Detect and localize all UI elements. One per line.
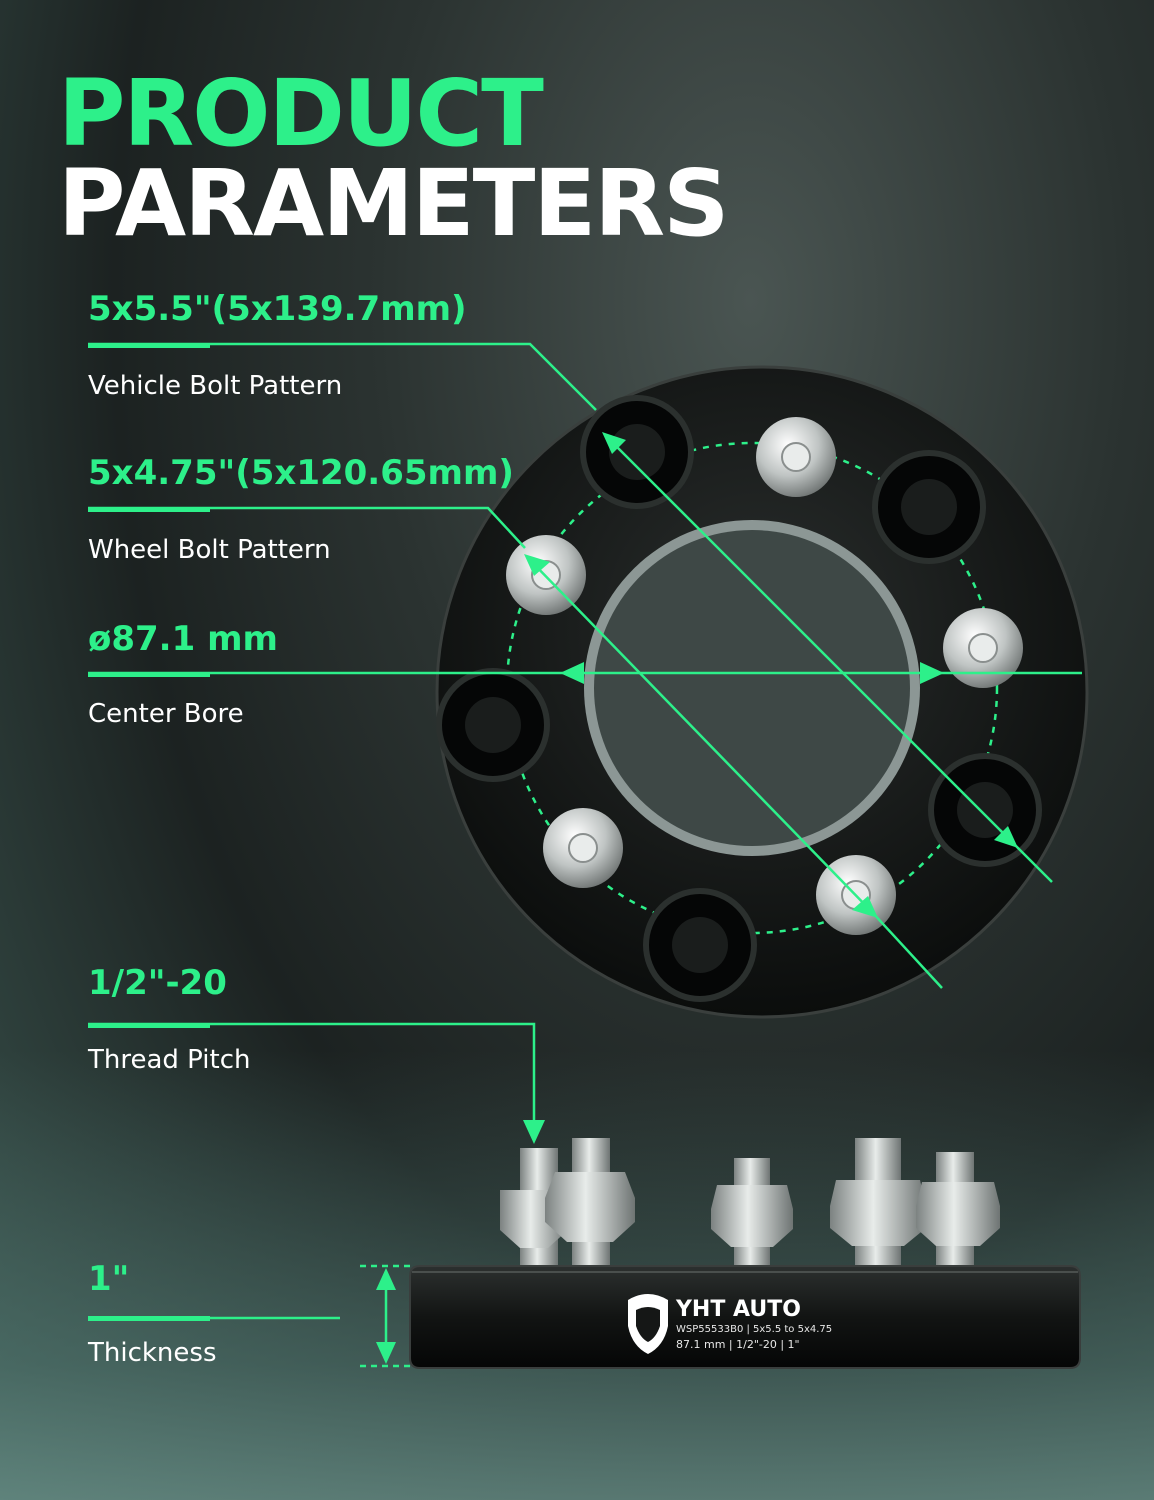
param-underline xyxy=(88,672,210,677)
param-underline xyxy=(88,1023,210,1028)
param-label: Wheel Bolt Pattern xyxy=(88,535,331,565)
lion-logo-icon xyxy=(628,1294,668,1354)
title-line-2: PARAMETERS xyxy=(58,150,729,257)
param-value: 1/2"-20 xyxy=(88,963,227,1003)
vehicle-bolt-holes xyxy=(436,395,1042,1002)
callout-lines xyxy=(88,342,1082,1368)
param-value: 1" xyxy=(88,1259,130,1299)
param-label: Vehicle Bolt Pattern xyxy=(88,371,343,401)
param-underline xyxy=(88,343,210,348)
param-thickness: 1" Thickness xyxy=(88,1259,217,1366)
param-label: Thread Pitch xyxy=(88,1045,251,1075)
engraving-line1: WSP55533B0 | 5x5.5 to 5x4.75 xyxy=(676,1324,832,1335)
param-thread-pitch: 1/2"-20 Thread Pitch xyxy=(88,963,250,1073)
spacer-side-view xyxy=(409,1138,1081,1369)
engraving-brand: YHT AUTO xyxy=(675,1297,801,1322)
param-value: 5x4.75"(5x120.65mm) xyxy=(88,453,514,493)
param-center-bore: ø87.1 mm Center Bore xyxy=(88,619,278,727)
param-wheel-bolt-pattern: 5x4.75"(5x120.65mm) Wheel Bolt Pattern xyxy=(88,453,514,563)
param-value: ø87.1 mm xyxy=(88,619,278,659)
param-underline xyxy=(88,507,210,512)
param-vehicle-bolt-pattern: 5x5.5"(5x139.7mm) Vehicle Bolt Pattern xyxy=(88,289,467,399)
param-label: Center Bore xyxy=(88,699,244,729)
param-label: Thickness xyxy=(88,1338,217,1368)
spacer-top-view xyxy=(435,365,1089,1019)
title-line-1: PRODUCT xyxy=(58,60,544,167)
param-underline xyxy=(88,1316,210,1321)
param-value: 5x5.5"(5x139.7mm) xyxy=(88,289,467,329)
engraving-line2: 87.1 mm | 1/2"-20 | 1" xyxy=(676,1338,800,1351)
